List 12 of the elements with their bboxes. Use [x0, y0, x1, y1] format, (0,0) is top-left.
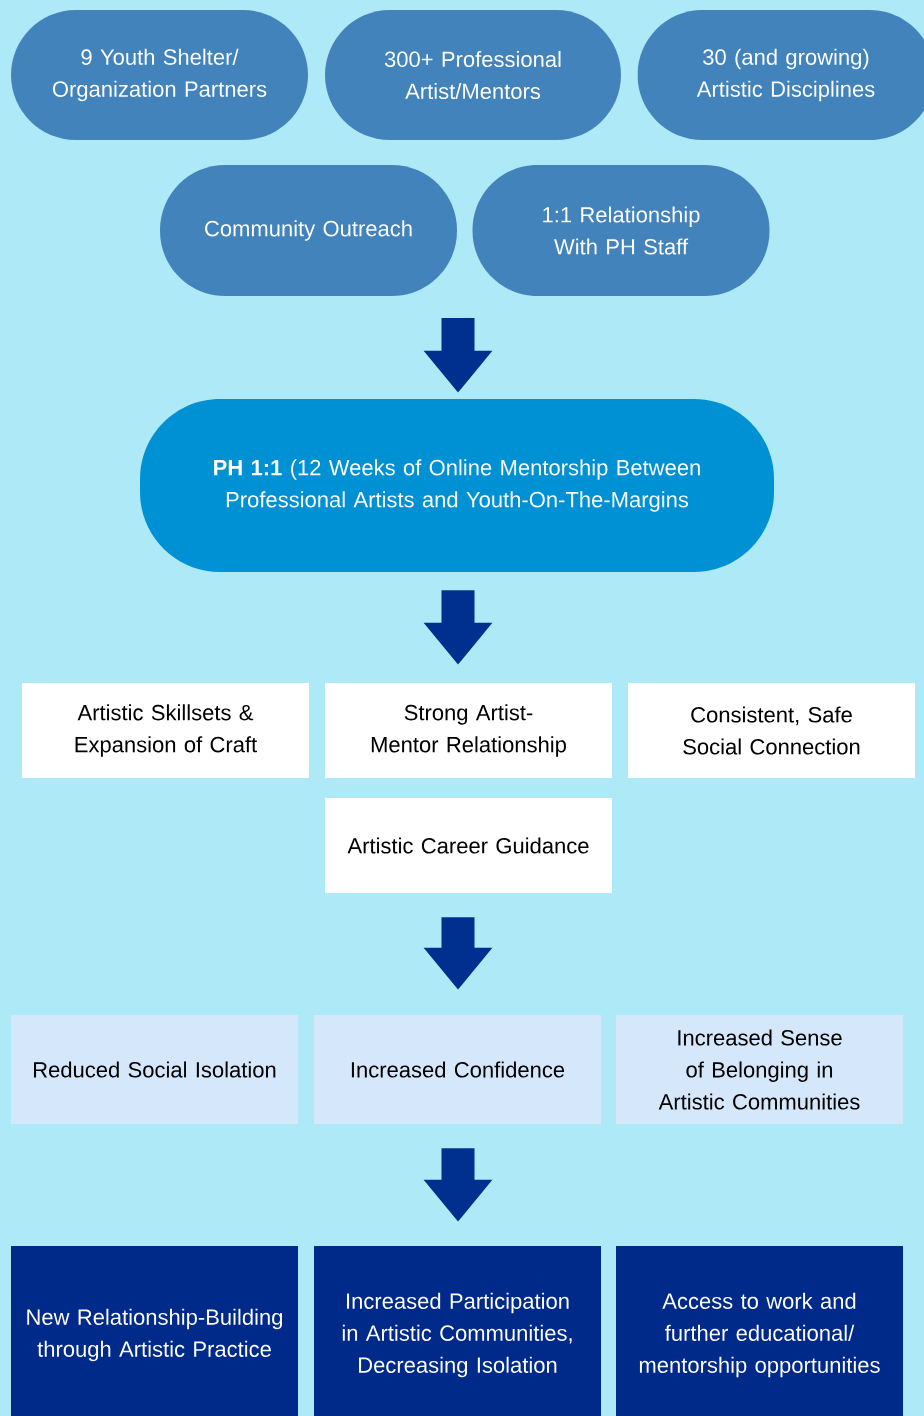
- text-box: Strong Artist-Mentor Relationship: [325, 683, 612, 778]
- text-box: New Relationship-Building through Artistic Practice: [11, 1246, 298, 1416]
- text-box: Artistic Skillsets & Expansion of Craft: [22, 683, 309, 778]
- text-box: Access to work and further educational/ mentorship opportunities: [616, 1246, 903, 1416]
- text-box: Increased Participation in Artistic Communities, Decreasing Isolation: [314, 1246, 601, 1416]
- text-box: Consistent, Safe Social Connection: [628, 683, 915, 778]
- text-box: Increased Sense of Belonging in Artistic Communities: [616, 1015, 903, 1124]
- pill-box: 30 (and growing) Artistic Disciplines: [637, 10, 924, 140]
- text-box: Increased Confidence: [314, 1015, 601, 1124]
- text-box: Artistic Career Guidance: [325, 798, 612, 893]
- rounded-box: PH 1:1 (12 Weeks of Online Mentorship Between Professional Artists and Youth-On-The-Margins: [140, 399, 774, 572]
- text-box: Reduced Social Isolation: [11, 1015, 298, 1124]
